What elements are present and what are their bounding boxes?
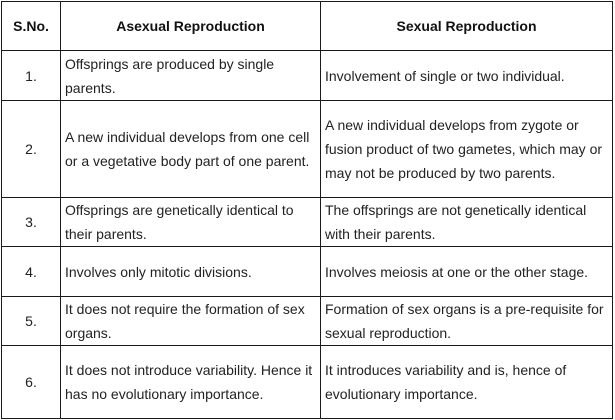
cell-sexual: Involvement of single or two individual. [320,50,613,101]
header-sexual: Sexual Reproduction [320,1,613,51]
cell-asexual: It does not introduce variability. Hence… [60,345,321,419]
cell-sno: 3. [1,197,61,247]
table-row: 4. Involves only mitotic divisions. Invo… [1,246,613,297]
cell-sno: 1. [1,50,61,101]
cell-sexual: Involves meiosis at one or the other sta… [320,246,613,297]
cell-sexual: Formation of sex organs is a pre-requisi… [320,296,613,346]
cell-sexual: It introduces variability and is, hence … [320,345,613,419]
cell-sno: 4. [1,246,61,297]
cell-asexual: Offsprings are produced by single parent… [60,50,321,101]
header-row: S.No. Asexual Reproduction Sexual Reprod… [1,1,613,51]
table-row: 1. Offsprings are produced by single par… [1,50,613,101]
table-row: 5. It does not require the formation of … [1,296,613,346]
table-row: 3. Offsprings are genetically identical … [1,197,613,247]
header-asexual: Asexual Reproduction [60,1,321,51]
cell-sno: 6. [1,345,61,419]
table-row: 6. It does not introduce variability. He… [1,345,613,419]
cell-sexual: The offsprings are not genetically ident… [320,197,613,247]
cell-asexual: It does not require the formation of sex… [60,296,321,346]
cell-sexual: A new individual develops from zygote or… [320,100,613,198]
cell-asexual: A new individual develops from one cell … [60,100,321,198]
header-sno: S.No. [1,1,61,51]
cell-sno: 5. [1,296,61,346]
cell-asexual: Offsprings are genetically identical to … [60,197,321,247]
table-row: 2. A new individual develops from one ce… [1,100,613,198]
cell-sno: 2. [1,100,61,198]
cell-asexual: Involves only mitotic divisions. [60,246,321,297]
